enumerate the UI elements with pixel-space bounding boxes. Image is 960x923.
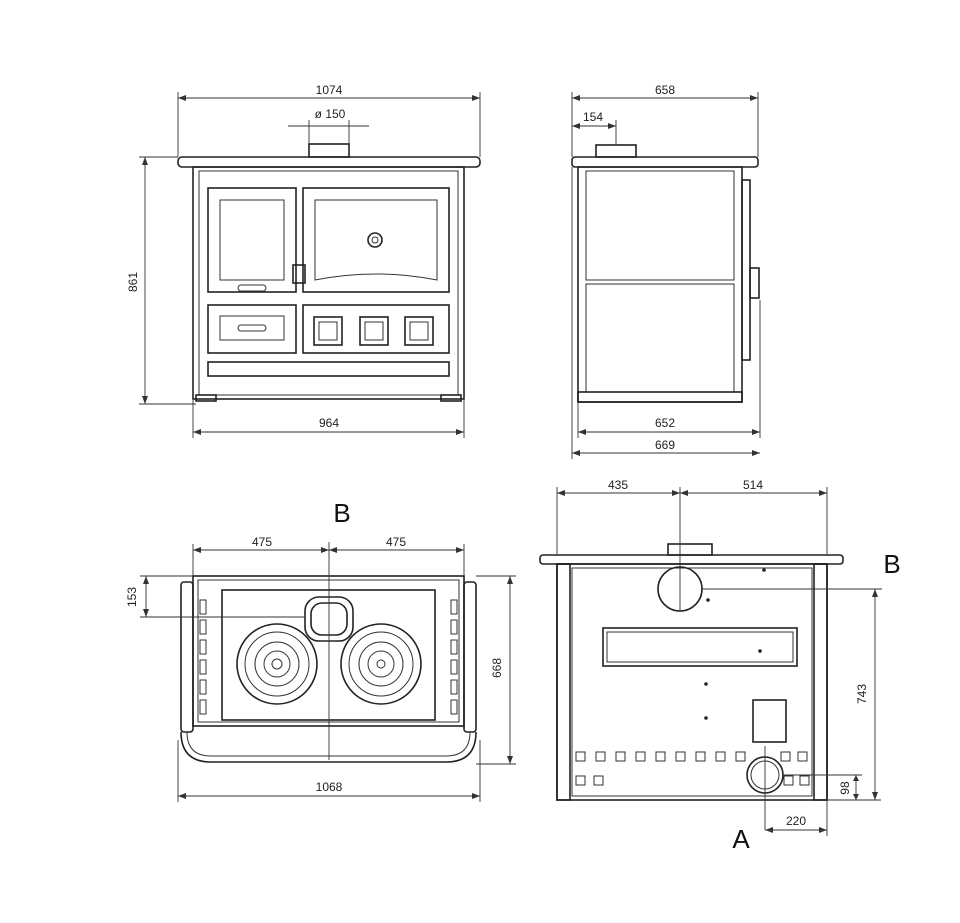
side-view: 658 154 652 669 <box>571 83 761 459</box>
dim-side-depth-body: 652 <box>655 416 675 430</box>
dim-side-depth-bottom: 669 <box>655 438 675 452</box>
ash-drawer-slider <box>237 324 267 332</box>
small-door-2 <box>359 316 389 346</box>
rear-body <box>556 563 828 801</box>
towel-bar <box>180 731 477 763</box>
dim-flue-diameter: ø 150 <box>315 107 346 121</box>
dim-rear-left-offset: 435 <box>608 478 628 492</box>
dim-top-left-half: 475 <box>252 535 272 549</box>
dim-top-right-half: 475 <box>386 535 406 549</box>
dim-top-depth: 668 <box>490 658 504 678</box>
oven-door <box>302 187 450 293</box>
dim-top-width: 1068 <box>316 780 343 794</box>
dim-rear-right-offset: 514 <box>743 478 763 492</box>
section-label-b-rear: B <box>883 549 900 579</box>
front-foot-left <box>195 394 217 402</box>
rear-column-right <box>813 563 828 801</box>
top-rail-right <box>463 581 477 733</box>
front-body-inner <box>198 170 459 396</box>
dim-rear-outlet-offset: 220 <box>786 814 806 828</box>
front-view: 1074 ø 150 861 964 <box>126 83 481 438</box>
rear-flue-collar <box>667 543 713 556</box>
hob-ring-right <box>340 623 422 705</box>
front-top-plate <box>177 156 481 168</box>
lower-panel <box>302 304 450 354</box>
rear-vent-row <box>575 751 810 786</box>
firebox-air-slider <box>237 284 267 292</box>
front-body <box>192 166 465 400</box>
dim-rear-outlet-height: 98 <box>838 781 852 795</box>
small-door-3 <box>404 316 434 346</box>
hob-plate <box>221 589 436 721</box>
side-panel-lower <box>585 283 735 393</box>
side-flue-collar <box>595 144 637 158</box>
dim-top-front-offset: 153 <box>125 587 139 607</box>
front-foot-right <box>440 394 462 402</box>
oven-thermometer <box>367 232 383 248</box>
rear-column-left <box>556 563 571 801</box>
side-panel-upper <box>585 170 735 281</box>
side-door-profile <box>741 179 751 361</box>
oven-door-glass <box>314 199 438 281</box>
side-top-plate <box>571 156 759 168</box>
ash-drawer <box>207 304 297 354</box>
front-plinth <box>207 361 450 377</box>
dim-front-width-top: 1074 <box>316 83 343 97</box>
dim-rear-flue-height: 743 <box>855 684 869 704</box>
side-handle-profile <box>749 267 760 299</box>
top-rail-left <box>180 581 194 733</box>
dim-front-height: 861 <box>126 272 140 292</box>
rear-access-plate <box>752 699 787 743</box>
top-plate-outline <box>192 575 465 727</box>
small-door-1 <box>313 316 343 346</box>
firebox-door <box>207 187 297 293</box>
rear-top-plate <box>539 554 844 565</box>
rail-vents-left <box>199 599 207 715</box>
section-label-b-top: B <box>333 498 350 528</box>
dim-side-depth-total: 658 <box>655 83 675 97</box>
dim-front-width-bottom: 964 <box>319 416 339 430</box>
front-flue-collar <box>308 143 350 158</box>
side-plinth <box>577 391 743 403</box>
firebox-door-glass <box>219 199 285 281</box>
rail-vents-right <box>450 599 458 715</box>
door-handle <box>292 264 306 284</box>
dim-side-flue-offset: 154 <box>583 110 603 124</box>
hob-ring-left <box>236 623 318 705</box>
rear-view: 435 514 B 743 98 220 A <box>539 478 901 854</box>
rear-inspection-plate <box>602 627 798 667</box>
outlet-label-a: A <box>732 824 750 854</box>
rear-screws <box>704 568 766 720</box>
top-view: 475 475 B 153 668 1068 <box>125 498 516 802</box>
